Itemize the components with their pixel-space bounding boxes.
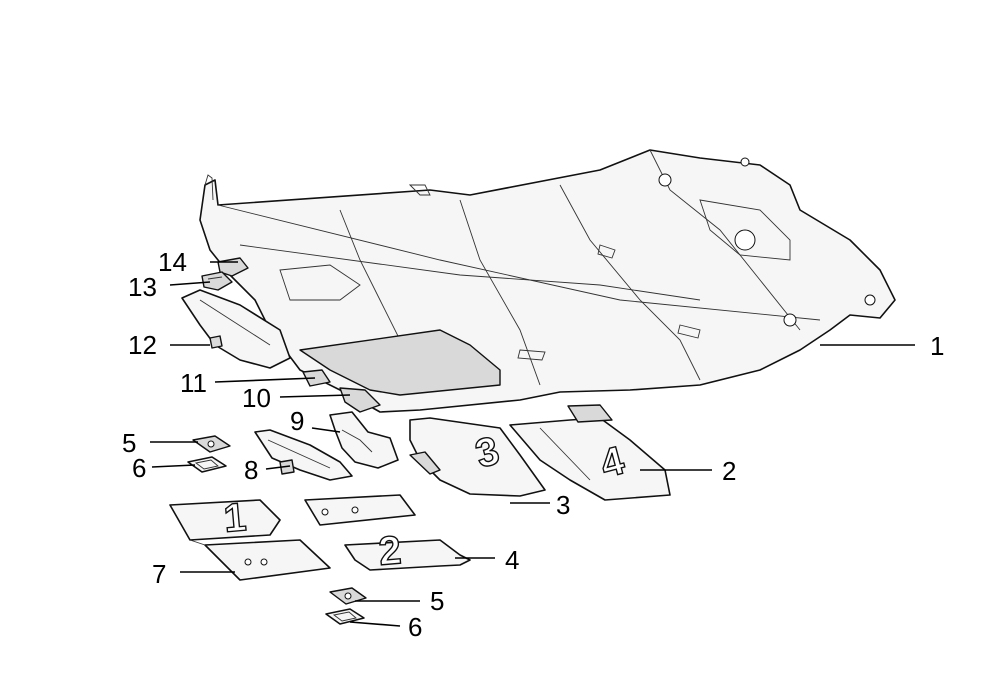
floor-mat-part-7: 1: [169, 494, 331, 581]
leader-10: [279, 394, 351, 398]
grommet-part-6-lower: [325, 608, 365, 625]
fastener-part-5-upper: [192, 435, 231, 453]
clip-part-13: [201, 271, 233, 291]
leader-6-lower: [349, 621, 401, 627]
leader-9: [311, 427, 341, 433]
callout-labels: 14 13 12 11 10 9 8 5 6 7 2 3 4 5 6 1: [122, 247, 944, 642]
leader-6-upper: [151, 464, 196, 468]
callout-9: 9: [290, 406, 304, 436]
callout-4: 4: [505, 545, 519, 575]
insulator-part-9: [329, 411, 399, 469]
callout-8: 8: [244, 455, 258, 485]
callout-1: 1: [930, 331, 944, 361]
insulator-part-8: [254, 429, 353, 481]
mat-marking-1: 1: [222, 495, 248, 541]
callout-14: 14: [158, 247, 187, 277]
pad-part-10: [339, 387, 381, 413]
callout-5-upper: 5: [122, 428, 136, 458]
callout-7: 7: [152, 559, 166, 589]
floor-mat-part-2: 4: [509, 404, 671, 501]
callout-13: 13: [128, 272, 157, 302]
leader-13: [169, 281, 211, 286]
callout-12: 12: [128, 330, 157, 360]
callout-11: 11: [180, 368, 207, 398]
floor-mat-part-4: 2: [304, 494, 471, 575]
floor-carpet-part-1: [199, 149, 896, 413]
pad-part-11: [302, 369, 331, 387]
callout-6-upper: 6: [132, 453, 146, 483]
fastener-part-5-lower: [329, 587, 367, 605]
mat-marking-2: 2: [377, 528, 403, 574]
side-panel-part-12: [181, 289, 291, 369]
callout-6-lower: 6: [408, 612, 422, 642]
callout-10: 10: [242, 383, 271, 413]
callout-5-lower: 5: [430, 586, 444, 616]
leader-8: [265, 465, 291, 470]
leader-lines: [150, 261, 915, 627]
leader-11: [214, 377, 316, 383]
grommet-part-6-upper: [187, 456, 227, 473]
floor-mat-part-3: 3: [409, 417, 546, 497]
callout-3: 3: [556, 490, 570, 520]
callout-2: 2: [722, 456, 736, 486]
